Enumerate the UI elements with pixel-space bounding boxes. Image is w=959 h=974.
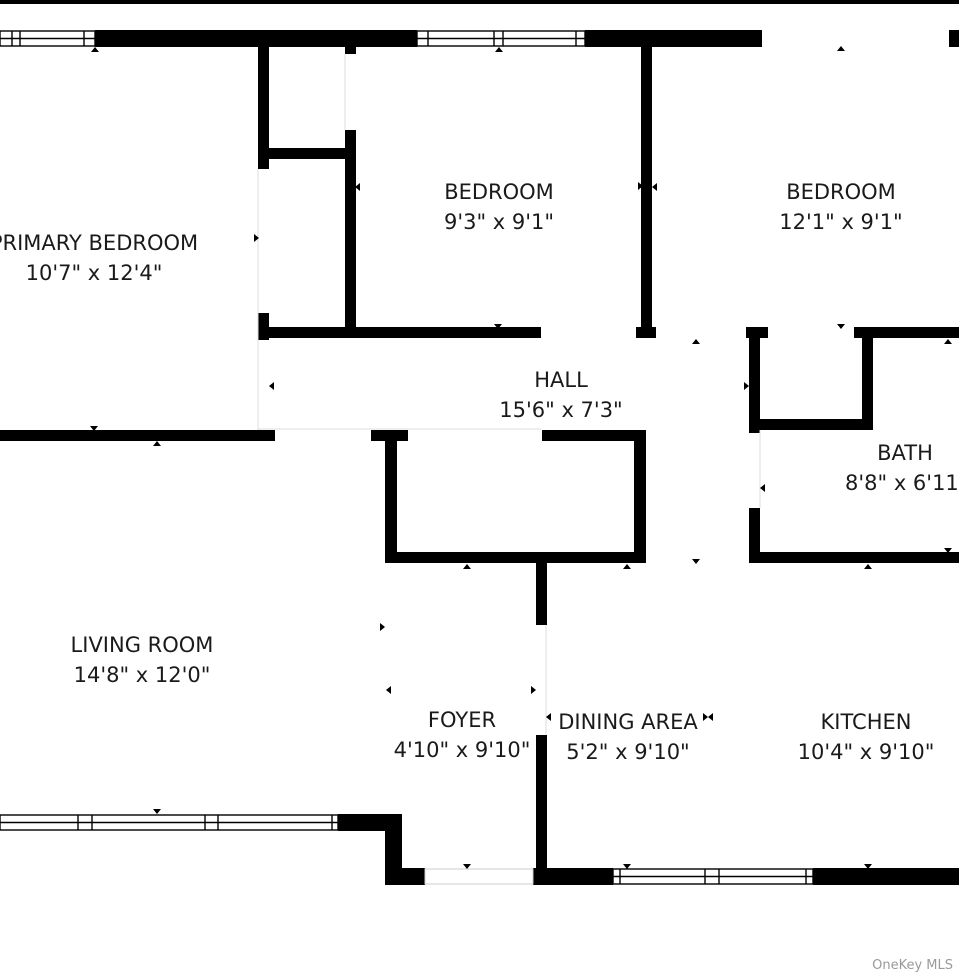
walls: [0, 30, 959, 885]
room-bath: BATH 8'8" x 6'11": [845, 441, 959, 495]
room-hall: HALL 15'6" x 7'3": [499, 368, 622, 422]
room-dimensions: 4'10" x 9'10": [394, 738, 531, 762]
room-boundaries: [257, 54, 761, 735]
watermark: OneKey MLS: [872, 958, 953, 973]
room-name: HALL: [534, 368, 588, 392]
room-dimensions: 14'8" x 12'0": [74, 663, 211, 687]
window-top-left: [0, 30, 96, 47]
room-dimensions: 12'1" x 9'1": [779, 210, 902, 234]
room-name: BATH: [877, 441, 933, 465]
room-name: BEDROOM: [786, 180, 896, 204]
room-bedroom-1: BEDROOM 9'3" x 9'1": [444, 180, 554, 234]
window-living-room: [0, 814, 339, 831]
room-name: LIVING ROOM: [71, 633, 214, 657]
room-living-room: LIVING ROOM 14'8" x 12'0": [71, 633, 214, 687]
room-name: PRIMARY BEDROOM: [0, 231, 198, 255]
room-dimensions: 8'8" x 6'11": [845, 471, 959, 495]
room-dimensions: 10'7" x 12'4": [26, 261, 163, 285]
room-dimensions: 5'2" x 9'10": [566, 740, 689, 764]
room-name: BEDROOM: [444, 180, 554, 204]
window-kitchen: [612, 868, 814, 885]
room-kitchen: KITCHEN 10'4" x 9'10": [798, 710, 935, 764]
window-top-center: [416, 30, 586, 47]
room-dimensions: 10'4" x 9'10": [798, 740, 935, 764]
room-name: DINING AREA: [558, 710, 698, 734]
entry-threshold: [424, 868, 534, 885]
room-dining-area: DINING AREA 5'2" x 9'10": [558, 710, 698, 764]
room-name: FOYER: [428, 708, 496, 732]
room-bedroom-2: BEDROOM 12'1" x 9'1": [779, 180, 902, 234]
room-foyer: FOYER 4'10" x 9'10": [394, 708, 531, 762]
room-dimensions: 9'3" x 9'1": [444, 210, 554, 234]
dimension-markers: [90, 46, 952, 869]
windows: [0, 30, 814, 885]
room-name: KITCHEN: [821, 710, 912, 734]
room-dimensions: 15'6" x 7'3": [499, 398, 622, 422]
top-border: [0, 0, 959, 4]
room-primary-bedroom: PRIMARY BEDROOM 10'7" x 12'4": [0, 231, 198, 285]
